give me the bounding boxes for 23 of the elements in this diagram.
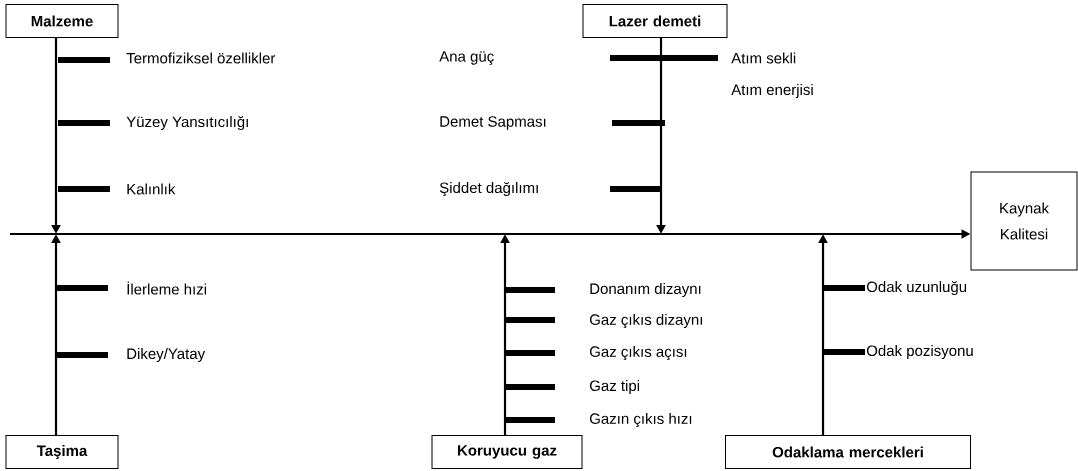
cause-label: Kalınlık (127, 183, 176, 195)
cause-label: İlerleme hızi (127, 281, 207, 295)
category-box: Odaklama mercekleri (725, 435, 971, 469)
effect-box: Kaynak Kalitesi (970, 171, 1078, 271)
cause-label: Yüzey Yansıtıcılığı (126, 115, 248, 131)
cause-label: Donanım dizaynı (590, 283, 701, 297)
cause-label: Atım enerjisi (731, 84, 813, 98)
cause-label: Şiddet dağılımı (439, 181, 538, 197)
cause-label: Ana güç (439, 51, 494, 65)
cause-label: Dikey/Yatay (127, 348, 206, 362)
cause-label: Atım sekli (731, 52, 796, 64)
category-box: Malzeme (5, 4, 119, 38)
cause-label: Odak pozisyonu (866, 345, 973, 359)
category-box: Lazer demeti (582, 4, 728, 38)
category-box: Koruyucu gaz (431, 435, 583, 469)
cause-label: Odak uzunluğu (866, 280, 967, 296)
category-box: Taşima (5, 435, 119, 469)
cause-label: Termofiziksel özellikler (126, 52, 276, 64)
cause-label: Gazın çıkıs hızı (589, 413, 692, 428)
cause-label: Gaz tipi (589, 380, 640, 394)
cause-label: Gaz çıkıs açısı (589, 346, 687, 361)
cause-label: Gaz çıkıs dizaynı (589, 314, 702, 329)
cause-label: Demet Sapması (440, 116, 546, 130)
